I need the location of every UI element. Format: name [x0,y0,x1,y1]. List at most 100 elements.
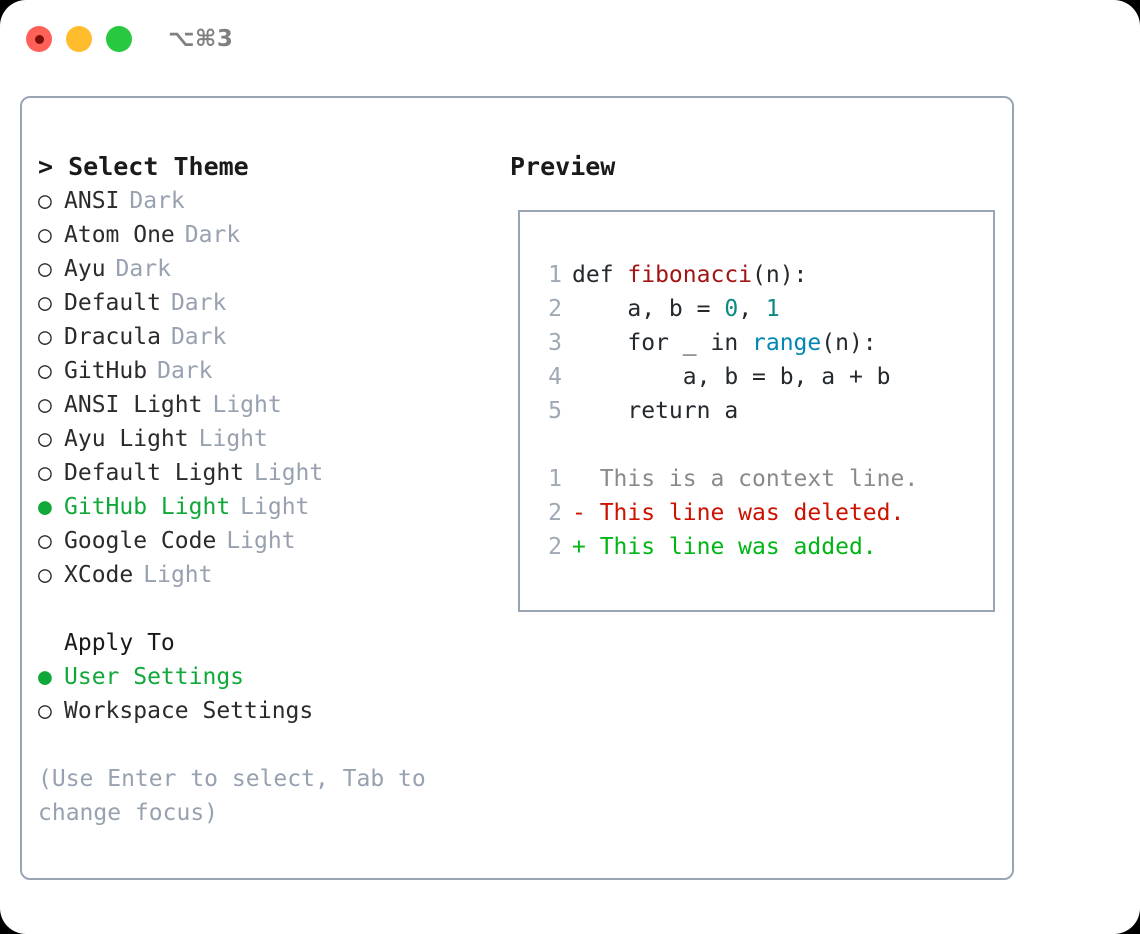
radio-unselected-icon: ○ [38,256,52,282]
code-token: (n): [752,262,808,288]
close-button[interactable] [26,26,52,52]
list-spacer [38,592,502,626]
theme-option-label: Dracula [64,324,161,350]
radio-unselected-icon: ○ [38,222,52,248]
theme-option-ansi-light[interactable]: ○ ANSI Light Light [38,388,502,422]
theme-option-atom-one[interactable]: ○ Atom One Dark [38,218,502,252]
theme-option-label: ANSI [64,188,120,214]
theme-option-label: ANSI Light [64,392,203,418]
radio-unselected-icon: ○ [38,358,52,384]
keyboard-hint: (Use Enter to select, Tab to change focu… [38,766,426,826]
diff-line-text: This is a context line. [572,466,919,492]
radio-unselected-icon: ○ [38,392,52,418]
diff-line: 1 This is a context line. [534,462,993,496]
apply-to-heading: Apply To [64,630,175,656]
code-line-number: 2 [548,296,562,322]
theme-option-variant: Light [212,392,282,418]
theme-option-label: Google Code [64,528,217,554]
radio-unselected-icon: ○ [38,460,52,486]
radio-selected-icon: ● [38,664,52,690]
theme-option-variant: Dark [115,256,171,282]
theme-option-ayu[interactable]: ○ Ayu Dark [38,252,502,286]
code-token: for _ in [572,330,753,356]
title-bar: ⌥⌘3 [0,0,1140,78]
theme-option-variant: Light [143,562,213,588]
theme-option-variant: Dark [170,290,227,316]
diff-line-text: - This line was deleted. [572,500,905,526]
theme-option-ansi[interactable]: ○ ANSI Dark [38,184,502,218]
code-token: fibonacci [627,262,753,288]
code-token: def [572,262,628,288]
select-theme-heading: > Select Theme [38,152,249,181]
code-line-number: 1 [548,262,562,288]
theme-option-variant: Dark [184,222,241,248]
theme-option-label: Ayu Light [64,426,189,452]
diff-line-text: + This line was added. [572,534,877,560]
radio-unselected-icon: ○ [38,426,52,452]
code-token: a, b = b, a + b [572,364,891,390]
code-token: range [752,330,822,356]
radio-unselected-icon: ○ [38,290,52,316]
code-diff-gap [534,428,993,462]
theme-option-label: XCode [64,562,134,588]
code-line: 2 a, b = 0, 1 [534,292,993,326]
code-token: (n): [821,330,877,356]
theme-option-label: Default [64,290,161,316]
code-token: return a [572,398,739,424]
theme-option-label: Default Light [64,460,245,486]
theme-option-label: GitHub Light [64,494,231,520]
diff-line-number: 2 [548,500,562,526]
diff-preview: 1 This is a context line. 2 - This line wa… [534,462,993,564]
code-line-number: 3 [548,330,562,356]
code-line: 5 return a [534,394,993,428]
diff-line-number: 1 [548,466,562,492]
theme-option-google-code[interactable]: ○ Google Code Light [38,524,502,558]
traffic-light-group [26,26,132,52]
code-line: 1 def fibonacci(n): [534,258,993,292]
code-token: a, b = [572,296,725,322]
theme-option-default-light[interactable]: ○ Default Light Light [38,456,502,490]
radio-unselected-icon: ○ [38,324,52,350]
code-line: 3 for _ in range(n): [534,326,993,360]
radio-unselected-icon: ○ [38,188,52,214]
theme-option-variant: Dark [157,358,213,384]
code-line: 4 a, b = b, a + b [534,360,993,394]
apply-to-option-label: Workspace Settings [64,698,314,724]
theme-option-default[interactable]: ○ Default Dark [38,286,502,320]
diff-line: 2 - This line was deleted. [534,496,993,530]
radio-unselected-icon: ○ [38,698,52,724]
apply-to-option-user-settings[interactable]: ● User Settings [38,660,502,694]
theme-option-label: Ayu [64,256,106,282]
theme-option-label: Atom One [64,222,175,248]
apply-to-option-workspace-settings[interactable]: ○ Workspace Settings [38,694,502,728]
apply-to-list: ● User Settings ○ Workspace Settings [38,660,502,728]
preview-heading: Preview [510,152,616,181]
apply-to-option-label: User Settings [64,664,245,690]
code-line-number: 4 [548,364,562,390]
theme-option-label: GitHub [64,358,148,384]
theme-option-variant: Light [226,528,296,554]
radio-selected-icon: ● [38,494,52,520]
code-token: , [738,296,766,322]
hint-spacer [38,728,502,762]
minimize-button[interactable] [66,26,92,52]
theme-option-variant: Light [254,460,324,486]
zoom-button[interactable] [106,26,132,52]
theme-option-variant: Light [198,426,268,452]
code-token: 0 [724,296,739,322]
diff-line: 2+ This line was added. [534,530,993,564]
radio-unselected-icon: ○ [38,528,52,554]
theme-option-github[interactable]: ○ GitHub Dark [38,354,502,388]
theme-option-variant: Dark [129,188,185,214]
theme-option-ayu-light[interactable]: ○ Ayu Light Light [38,422,502,456]
code-line-number: 5 [548,398,562,424]
